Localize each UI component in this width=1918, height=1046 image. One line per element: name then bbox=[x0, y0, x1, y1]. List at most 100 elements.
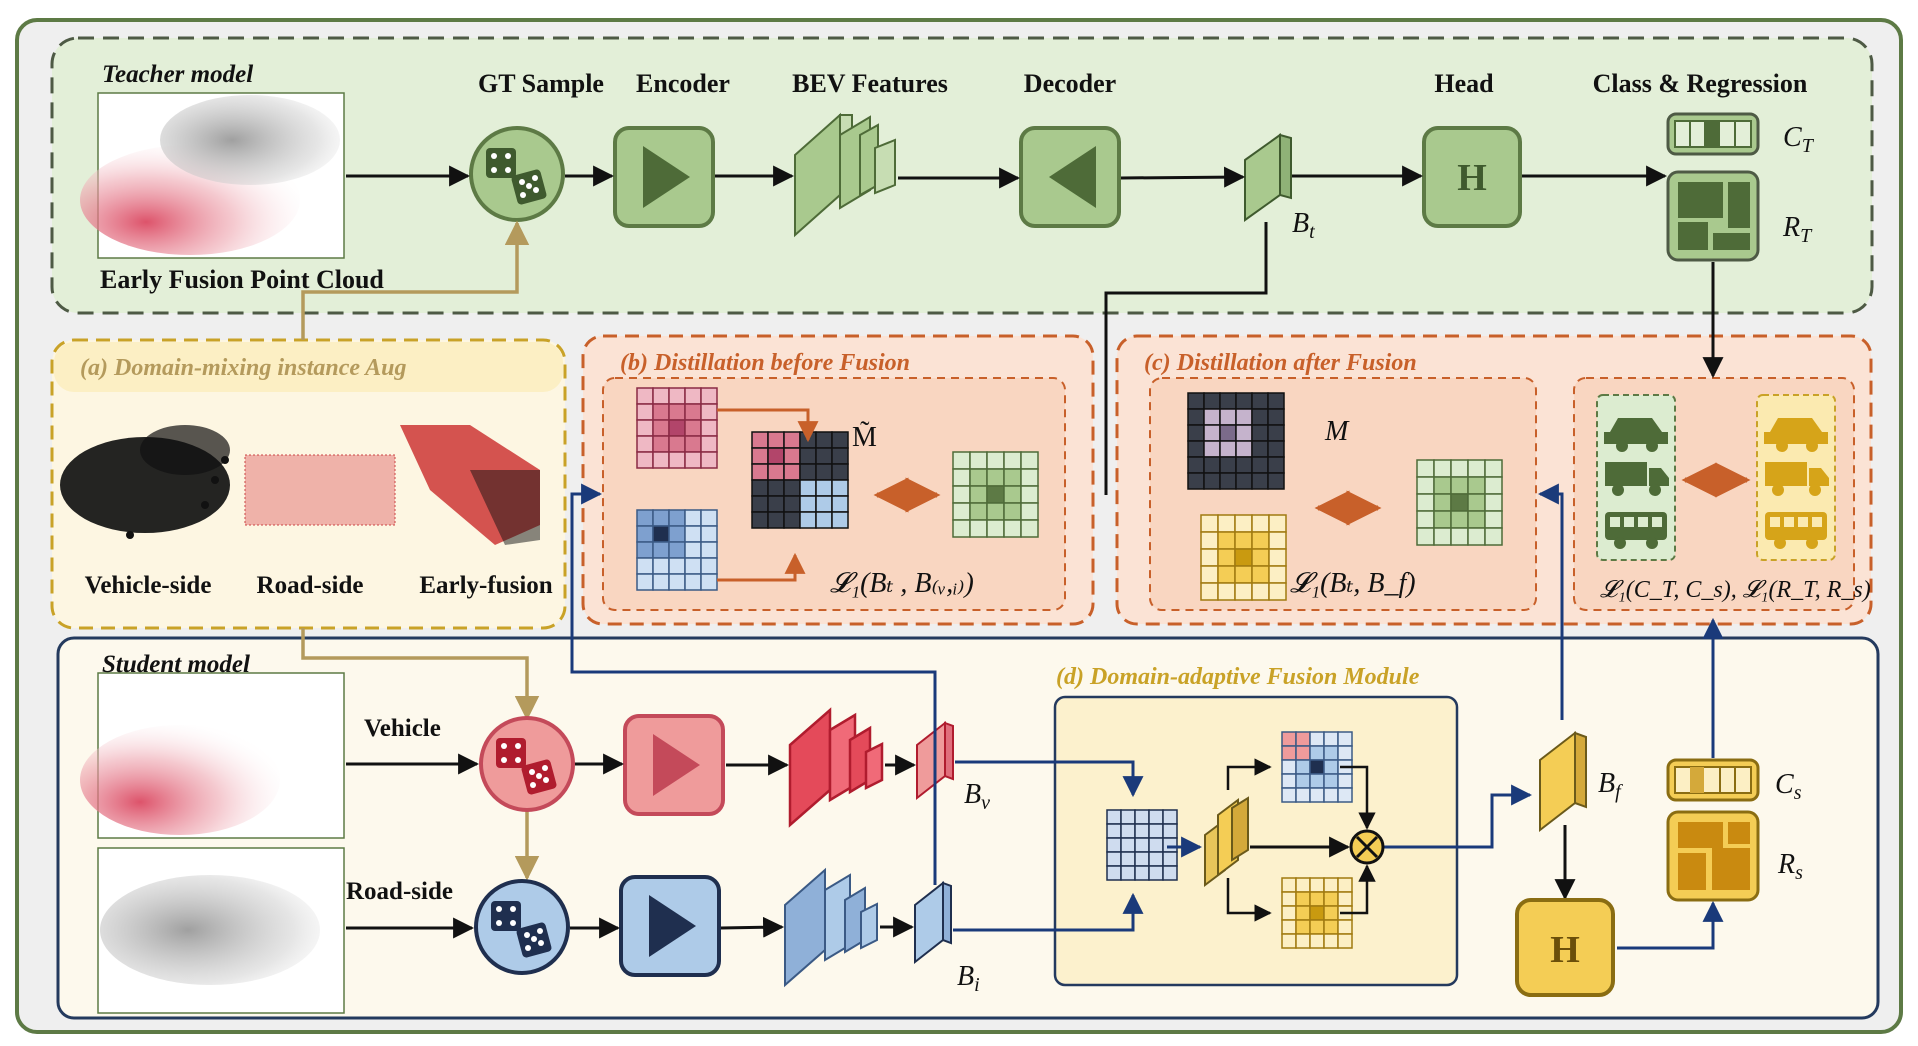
grid-cell bbox=[684, 557, 702, 575]
grid-cell bbox=[1467, 510, 1486, 529]
grid-cell bbox=[1234, 514, 1253, 533]
fusion-top-grid bbox=[1281, 731, 1353, 803]
grid-cell bbox=[1203, 440, 1221, 458]
grid-cell bbox=[1416, 459, 1435, 478]
grid-cell bbox=[815, 431, 833, 449]
grid-cell bbox=[767, 431, 785, 449]
grid-cell bbox=[1134, 809, 1150, 825]
grid-cell bbox=[668, 557, 686, 575]
grid-cell bbox=[952, 519, 971, 538]
grid-cell bbox=[1337, 773, 1353, 789]
student-head-node bbox=[1515, 898, 1615, 997]
grid-cell bbox=[1309, 905, 1325, 921]
grid-cell bbox=[1219, 408, 1237, 426]
grid-cell bbox=[1134, 837, 1150, 853]
grid-cell bbox=[652, 451, 670, 469]
grid-cell bbox=[1281, 905, 1297, 921]
grid-cell bbox=[1295, 877, 1311, 893]
student-regression-box bbox=[1666, 810, 1760, 902]
grid-cell bbox=[815, 495, 833, 513]
grid-cell bbox=[969, 519, 988, 538]
grid-cell bbox=[1450, 459, 1469, 478]
grid-cell bbox=[1219, 424, 1237, 442]
grid-cell bbox=[952, 451, 971, 470]
grid-cell bbox=[1251, 392, 1269, 410]
teacher-head-node bbox=[1422, 126, 1522, 228]
grid-cell bbox=[1251, 531, 1270, 550]
grid-cell bbox=[1003, 502, 1022, 521]
grid-cell bbox=[652, 387, 670, 405]
grid-cell bbox=[1268, 531, 1287, 550]
class-regression-label: Class & Regression bbox=[1593, 69, 1808, 98]
vehicle-side-label: Vehicle-side bbox=[85, 572, 212, 599]
grid-cell bbox=[1268, 548, 1287, 567]
grid-cell bbox=[636, 541, 654, 559]
grid-cell bbox=[1134, 823, 1150, 839]
grid-cell bbox=[1217, 548, 1236, 567]
grid-cell bbox=[831, 479, 849, 497]
panel-b-green-grid bbox=[952, 451, 1039, 538]
panel-b-title: (b) Distillation before Fusion bbox=[620, 350, 910, 376]
grid-cell bbox=[1433, 527, 1452, 546]
road-side-label: Road-side bbox=[257, 572, 364, 599]
grid-cell bbox=[668, 451, 686, 469]
grid-cell bbox=[1235, 440, 1253, 458]
grid-cell bbox=[1323, 731, 1339, 747]
panel-c-mask-label: M bbox=[1324, 416, 1350, 447]
grid-cell bbox=[1295, 891, 1311, 907]
student-class-box bbox=[1666, 758, 1760, 802]
grid-cell bbox=[1200, 531, 1219, 550]
fusion-input-grid bbox=[1106, 809, 1178, 881]
grid-cell bbox=[986, 451, 1005, 470]
student-road-label: Road-side bbox=[346, 878, 453, 905]
grid-cell bbox=[700, 435, 718, 453]
grid-cell bbox=[636, 403, 654, 421]
grid-cell bbox=[1281, 919, 1297, 935]
grid-cell bbox=[1267, 392, 1285, 410]
grid-cell bbox=[767, 447, 785, 465]
grid-cell bbox=[1267, 456, 1285, 474]
grid-cell bbox=[799, 479, 817, 497]
grid-cell bbox=[668, 387, 686, 405]
grid-cell bbox=[636, 435, 654, 453]
grid-cell bbox=[986, 468, 1005, 487]
grid-cell bbox=[969, 502, 988, 521]
grid-cell bbox=[1267, 440, 1285, 458]
grid-cell bbox=[751, 511, 769, 529]
grid-cell bbox=[783, 511, 801, 529]
grid-cell bbox=[636, 509, 654, 527]
grid-cell bbox=[1337, 919, 1353, 935]
grid-cell bbox=[636, 419, 654, 437]
grid-cell bbox=[1467, 476, 1486, 495]
grid-cell bbox=[799, 495, 817, 513]
student-road-dice-icon bbox=[491, 901, 552, 958]
grid-cell bbox=[1450, 476, 1469, 495]
grid-cell bbox=[652, 403, 670, 421]
grid-cell bbox=[1106, 851, 1122, 867]
grid-cell bbox=[783, 479, 801, 497]
grid-cell bbox=[1203, 472, 1221, 490]
grid-cell bbox=[1309, 787, 1325, 803]
grid-cell bbox=[700, 419, 718, 437]
teacher-bev-features-icon bbox=[794, 112, 896, 238]
grid-cell bbox=[684, 525, 702, 543]
grid-cell bbox=[1203, 456, 1221, 474]
student-bf-feature-icon bbox=[1539, 730, 1587, 833]
grid-cell bbox=[1162, 809, 1178, 825]
grid-cell bbox=[1020, 468, 1039, 487]
grid-cell bbox=[1020, 502, 1039, 521]
teacher-regression-box bbox=[1666, 170, 1760, 262]
encoder-label: Encoder bbox=[636, 69, 730, 98]
grid-cell bbox=[1309, 891, 1325, 907]
grid-cell bbox=[1120, 809, 1136, 825]
grid-cell bbox=[1148, 809, 1164, 825]
grid-cell bbox=[1200, 582, 1219, 601]
grid-cell bbox=[668, 509, 686, 527]
grid-cell bbox=[1203, 392, 1221, 410]
grid-cell bbox=[1020, 485, 1039, 504]
grid-cell bbox=[700, 525, 718, 543]
bev-features-label: BEV Features bbox=[792, 69, 948, 98]
grid-cell bbox=[751, 495, 769, 513]
grid-cell bbox=[1235, 424, 1253, 442]
grid-cell bbox=[1281, 745, 1297, 761]
